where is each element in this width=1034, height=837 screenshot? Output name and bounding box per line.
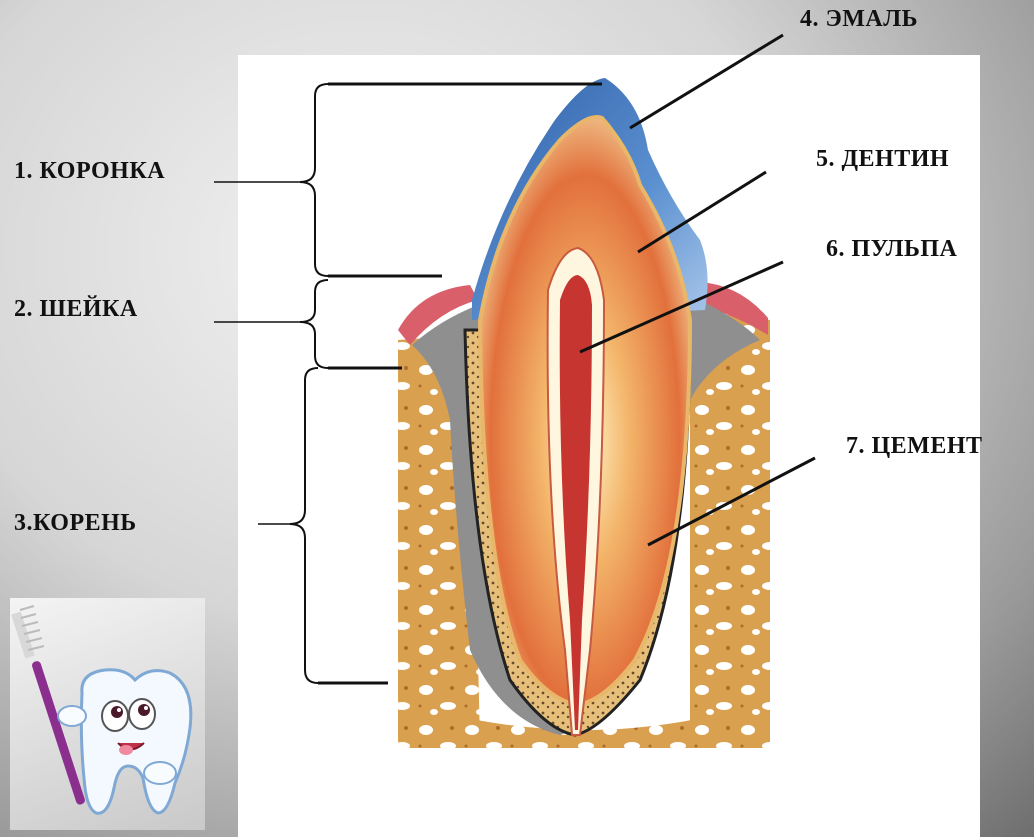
label-crown: 1. КОРОНКА [14,158,165,185]
label-root: 3.КОРЕНЬ [14,510,137,537]
label-pulp: 6. ПУЛЬПА [826,236,957,263]
tooth-with-toothbrush-icon [10,598,205,830]
label-neck: 2. ШЕЙКА [14,296,138,323]
label-dentin: 5. ДЕНТИН [816,146,949,173]
label-cement: 7. ЦЕМЕНТ [846,433,983,460]
mascot-panel [10,598,205,830]
label-enamel: 4. ЭМАЛЬ [800,6,918,33]
